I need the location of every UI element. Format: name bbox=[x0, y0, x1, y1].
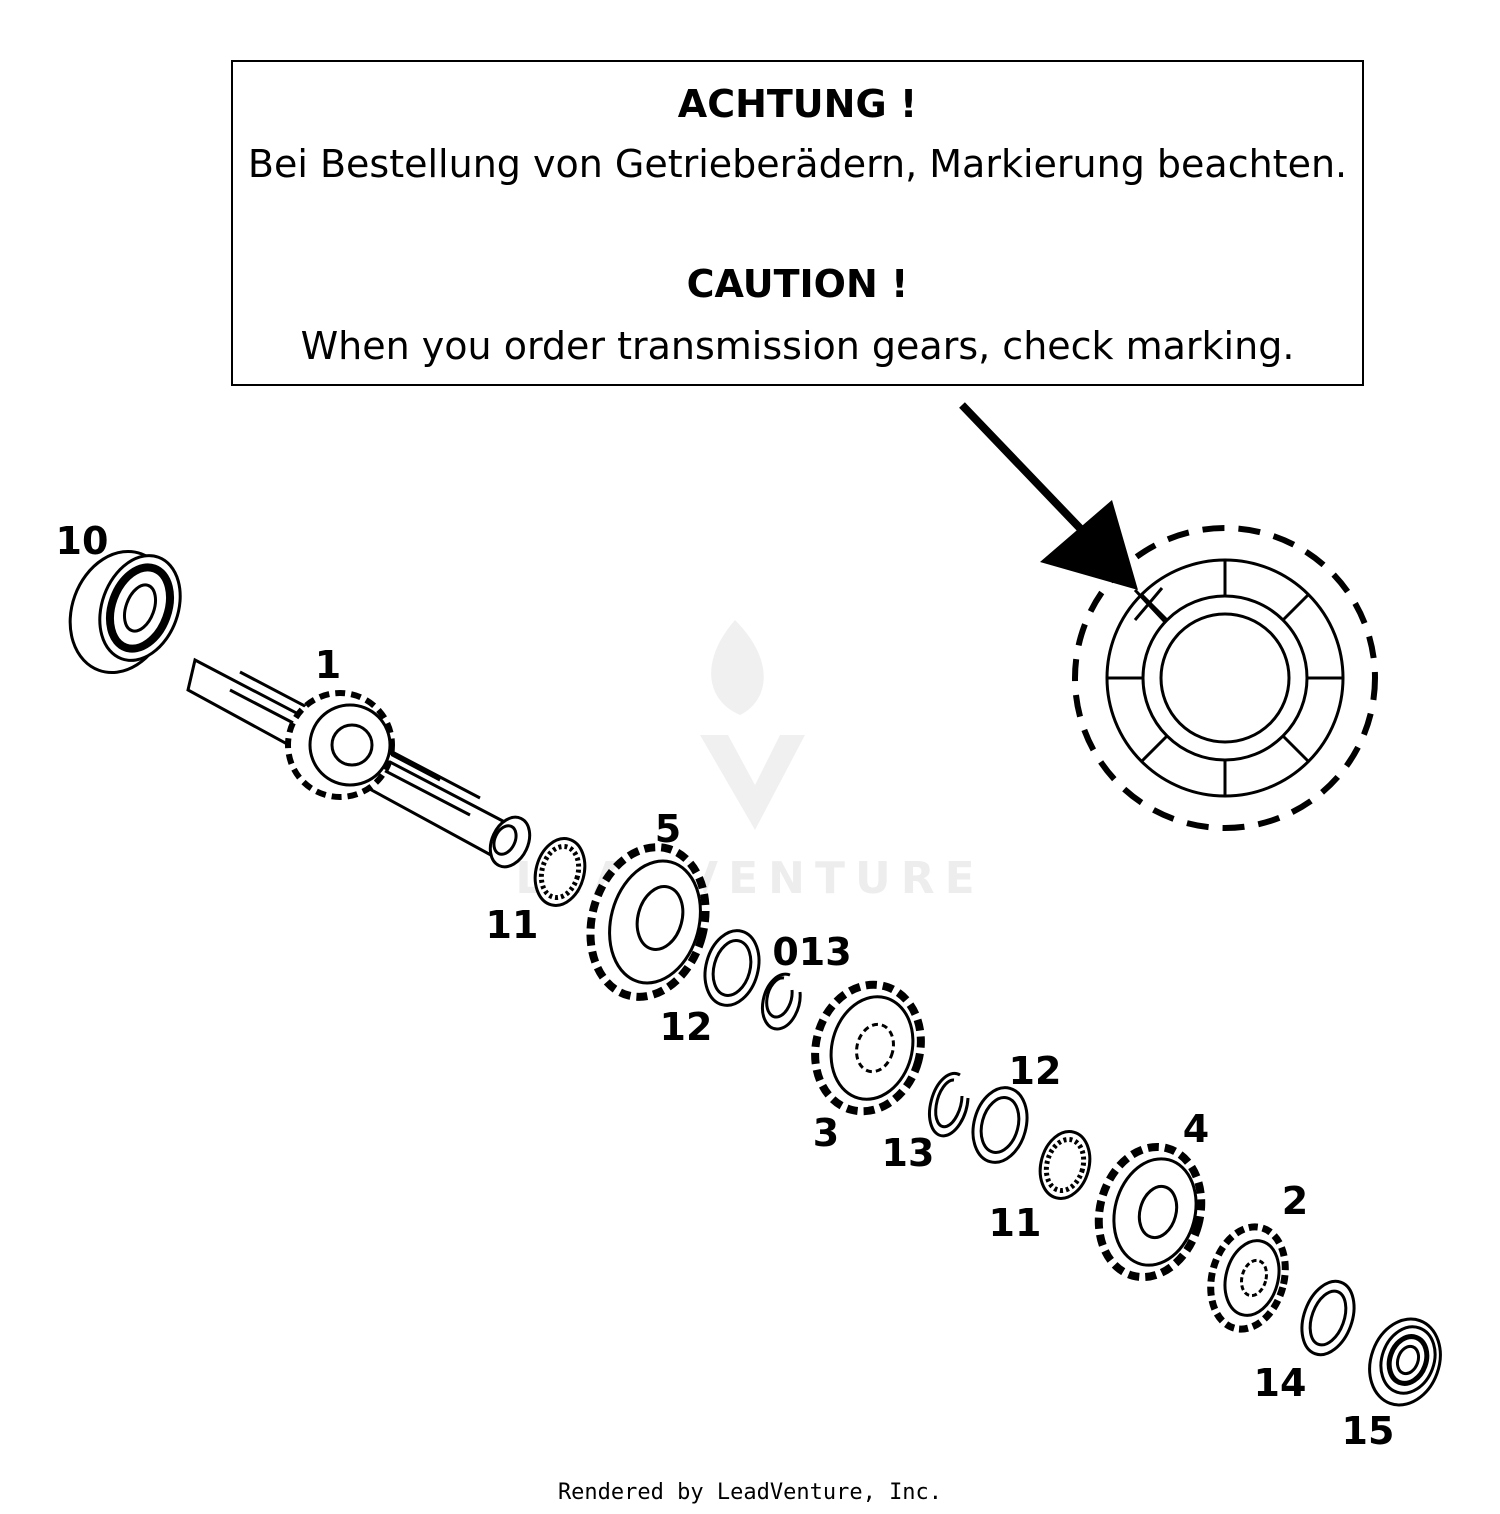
footer-credit: Rendered by LeadVenture, Inc. bbox=[557, 1480, 943, 1505]
ball-bearing-15 bbox=[1368, 1317, 1442, 1407]
watermark-text: LEADVENTURE bbox=[515, 853, 984, 904]
german-heading: ACHTUNG ! bbox=[677, 82, 918, 126]
v-logo-icon bbox=[700, 735, 805, 830]
gear-2 bbox=[1207, 1223, 1289, 1333]
callout-10: 10 bbox=[56, 519, 109, 563]
callout-12a: 12 bbox=[660, 1005, 713, 1049]
circlip-13 bbox=[928, 1071, 970, 1138]
callout-15: 15 bbox=[1342, 1409, 1395, 1453]
callout-11a: 11 bbox=[486, 903, 539, 947]
callout-11b: 11 bbox=[989, 1201, 1042, 1245]
needle-bearing-11a bbox=[533, 837, 587, 907]
washer-12b bbox=[971, 1086, 1029, 1164]
needle-bearing-11b bbox=[1038, 1130, 1092, 1200]
gear-5 bbox=[586, 843, 710, 1001]
callout-14: 14 bbox=[1254, 1361, 1307, 1405]
german-text: Bei Bestellung von Getrieberädern, Marki… bbox=[247, 142, 1348, 186]
english-heading: CAUTION ! bbox=[686, 262, 909, 306]
callout-2: 2 bbox=[1282, 1179, 1308, 1223]
marking-detail-gear bbox=[1072, 525, 1378, 831]
callout-3: 3 bbox=[813, 1111, 839, 1155]
marking-x-icon bbox=[1133, 587, 1167, 624]
circlip-013 bbox=[760, 972, 802, 1031]
caution-notice-box: ACHTUNG ! Bei Bestellung von Getrieberäd… bbox=[231, 60, 1364, 386]
watermark: LEADVENTURE bbox=[515, 620, 984, 904]
washer-12a bbox=[703, 929, 761, 1007]
callout-13: 13 bbox=[882, 1131, 935, 1175]
gear-3 bbox=[811, 980, 925, 1116]
washer-14 bbox=[1300, 1279, 1356, 1357]
callout-013: 013 bbox=[772, 930, 851, 974]
callout-4: 4 bbox=[1183, 1107, 1209, 1151]
callout-12b: 12 bbox=[1009, 1049, 1062, 1093]
ball-bearing-10 bbox=[68, 549, 182, 675]
callout-5: 5 bbox=[655, 807, 681, 851]
marking-pointer-arrow bbox=[959, 402, 1138, 590]
gear-4 bbox=[1094, 1142, 1206, 1282]
flame-logo-icon bbox=[711, 620, 764, 715]
english-text: When you order transmission gears, check… bbox=[300, 324, 1295, 368]
callout-1: 1 bbox=[315, 643, 341, 687]
main-shaft-1 bbox=[186, 657, 532, 869]
